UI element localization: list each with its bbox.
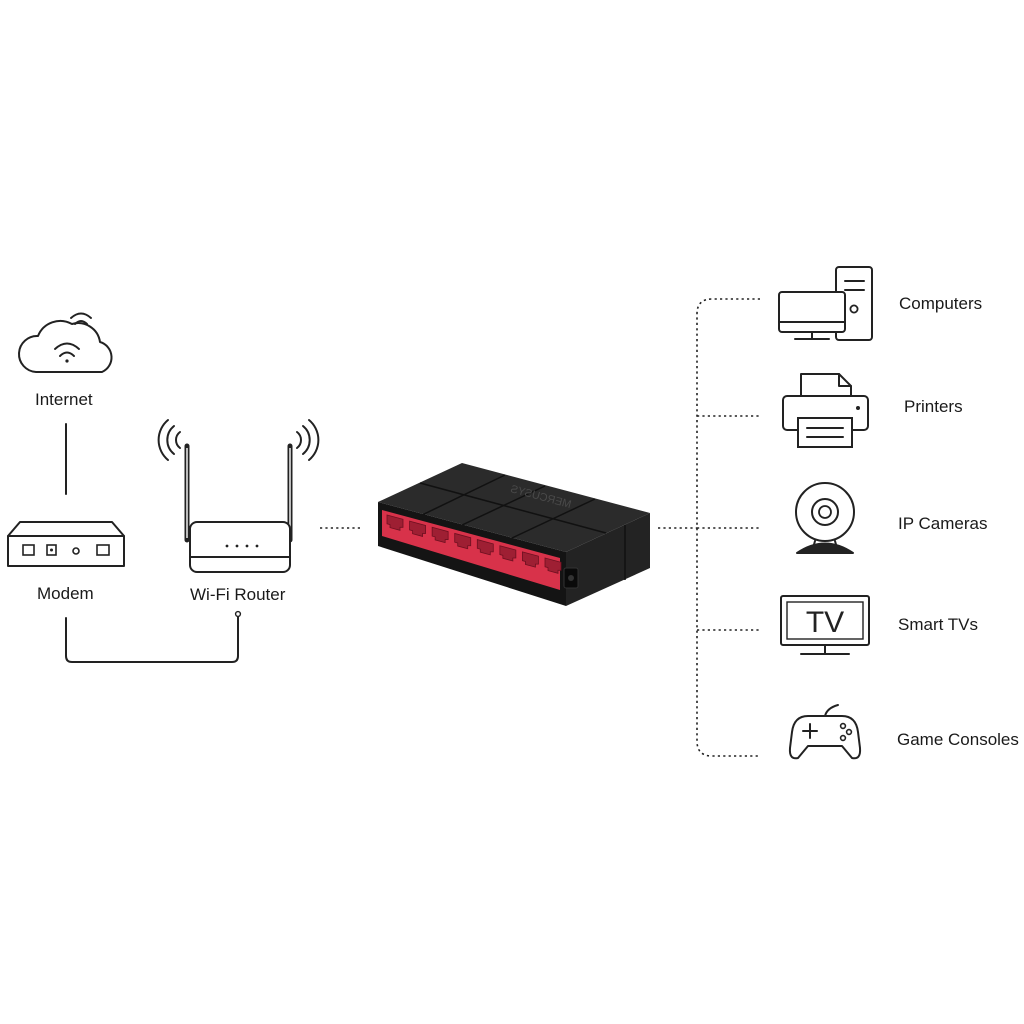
modem-router-link xyxy=(65,616,239,663)
ethernet-port xyxy=(386,514,404,531)
gamepad-icon xyxy=(788,704,862,760)
ethernet-port xyxy=(544,557,562,574)
printer-icon xyxy=(782,373,869,448)
modem-label: Modem xyxy=(37,584,94,603)
router-icon xyxy=(157,419,320,573)
device-bus-line xyxy=(696,298,760,757)
ethernet-port xyxy=(454,532,472,550)
tv-icon: TV xyxy=(780,595,870,655)
ethernet-port xyxy=(476,539,494,556)
switch-icon: MERCUSYS xyxy=(378,463,650,606)
modem-icon xyxy=(7,521,125,567)
device-label-printers: Printers xyxy=(904,397,963,416)
ethernet-port xyxy=(431,526,449,544)
ip-camera-icon xyxy=(795,482,855,554)
device-label-game-consoles: Game Consoles xyxy=(897,730,1019,749)
port-panel xyxy=(382,510,560,590)
port-group xyxy=(386,514,562,574)
internet-label: Internet xyxy=(35,390,93,409)
cloud-icon xyxy=(17,312,113,373)
computer-icon xyxy=(778,266,873,341)
device-label-ip-cameras: IP Cameras xyxy=(898,514,988,533)
ethernet-port xyxy=(499,545,517,562)
tv-icon-text: TV xyxy=(806,606,844,639)
ethernet-port xyxy=(409,520,426,537)
device-label-smart-tvs: Smart TVs xyxy=(898,615,978,634)
router-label: Wi-Fi Router xyxy=(190,585,286,604)
ethernet-port xyxy=(522,551,539,568)
device-label-computers: Computers xyxy=(899,294,983,313)
